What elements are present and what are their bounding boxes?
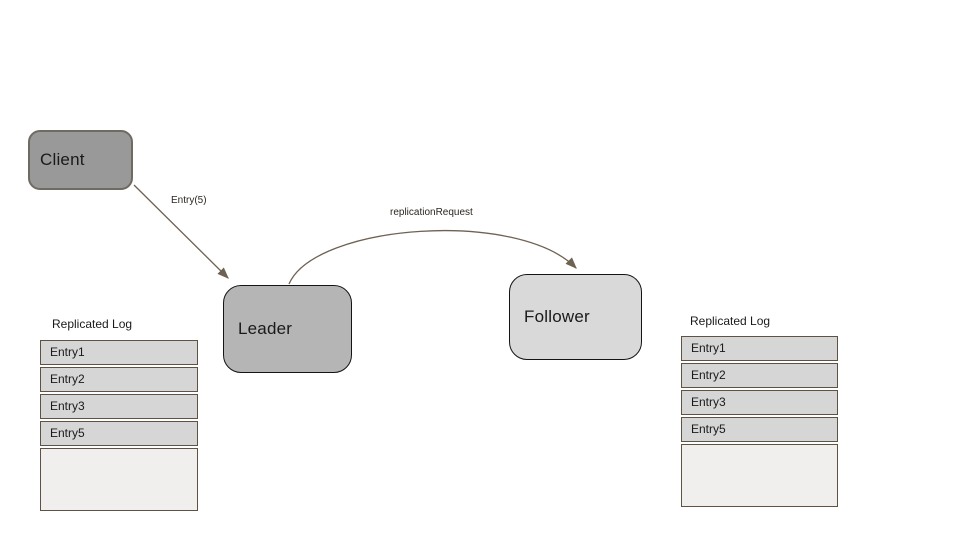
log-entry-row: Entry3: [681, 390, 838, 415]
log-entry-row: Entry5: [681, 417, 838, 442]
log-entry-row: Entry1: [40, 340, 198, 365]
log-entry-row: Entry2: [681, 363, 838, 388]
log-empty-area: [681, 444, 838, 507]
log-empty-area: [40, 448, 198, 511]
follower-node-label: Follower: [524, 307, 590, 326]
replication-arrow-label: replicationRequest: [388, 207, 475, 218]
entry-arrow-label: Entry(5): [169, 195, 209, 206]
client-node-label: Client: [40, 150, 85, 169]
log-entry-row: Entry3: [40, 394, 198, 419]
client-node: Client: [28, 130, 133, 190]
follower-node: Follower: [509, 274, 642, 360]
log-entry-row: Entry2: [40, 367, 198, 392]
leader-node-label: Leader: [238, 319, 293, 338]
right-log-title: Replicated Log: [690, 314, 771, 328]
log-entry-row: Entry5: [40, 421, 198, 446]
left-log-title: Replicated Log: [52, 317, 133, 331]
log-entry-row: Entry1: [681, 336, 838, 361]
leader-node: Leader: [223, 285, 352, 373]
